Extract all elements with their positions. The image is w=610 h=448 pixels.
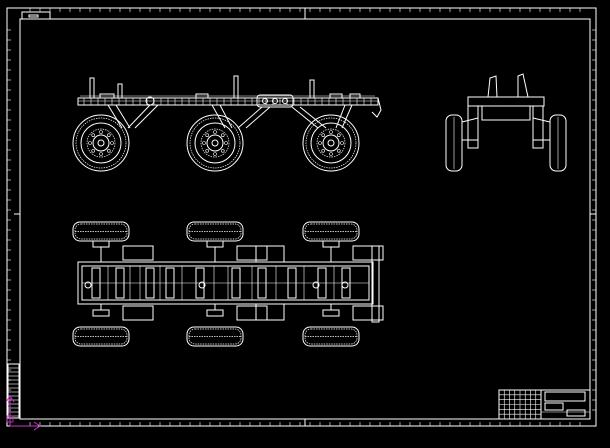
plan-bracket-top-1 [122, 245, 154, 261]
plan-frame-outer [77, 261, 374, 305]
plan-bracket-top-2 [236, 245, 268, 261]
outer-border [6, 7, 597, 427]
plan-wheel-2-bottom [186, 304, 244, 347]
end-stake-right [517, 73, 529, 98]
end-elevation [445, 73, 567, 172]
plan-wheels [72, 221, 384, 347]
end-leg-right [532, 105, 544, 149]
title-block [498, 389, 591, 420]
plan-wheel-2-top [186, 221, 244, 262]
end-axle-box [481, 105, 531, 121]
rear-hook [370, 97, 382, 118]
coupling-plate [256, 94, 294, 108]
axle-hub-4 [341, 281, 349, 289]
title-block-name-cell [544, 391, 586, 402]
title-block-code-cell [544, 402, 564, 411]
axle-hub-3 [312, 281, 320, 289]
plan-wheel-3-bottom [302, 304, 360, 347]
plan-bracket-top-3 [352, 245, 384, 261]
top-left-label-box [21, 11, 51, 20]
plan-bracket-bottom-2 [236, 305, 268, 321]
upright-4 [309, 79, 315, 99]
title-block-grid [499, 390, 590, 419]
zone-marks [7, 8, 596, 426]
end-leg-left [467, 105, 479, 149]
plan-bracket-bottom-3 [352, 305, 384, 321]
side-elevation [72, 75, 382, 172]
upright-3 [233, 75, 239, 99]
plan-wheel-1-top [72, 221, 130, 262]
rail-details [83, 93, 372, 105]
plan-wheel-1-bottom [72, 304, 130, 347]
title-block-sheet-cell [566, 409, 586, 417]
ucs-axis-icon [5, 395, 41, 431]
plan-cross-members [82, 266, 369, 300]
plan-view [72, 221, 384, 347]
axle-hub-1 [84, 281, 92, 289]
axle-hub-2 [198, 281, 206, 289]
plan-wheel-3-top [302, 221, 360, 262]
upright-1 [89, 77, 95, 99]
sheet-frame [6, 7, 597, 427]
side-wheel-3 [302, 114, 360, 172]
side-wheel-1 [72, 114, 130, 172]
side-uprights [89, 75, 315, 99]
plan-coupler-top [255, 245, 285, 263]
side-main-rail [77, 97, 379, 106]
side-wheel-2 [186, 114, 244, 172]
plan-coupler-bottom [255, 303, 285, 321]
side-wheels [72, 114, 360, 172]
upright-2 [117, 83, 123, 99]
top-left-label-mark [28, 14, 39, 18]
end-stake-left [487, 75, 498, 98]
plan-bracket-bottom-1 [122, 305, 154, 321]
